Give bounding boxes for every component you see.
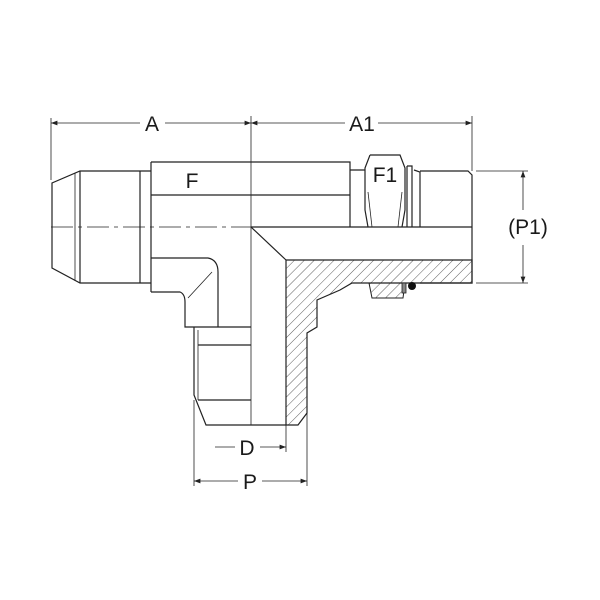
- backup-ring: [401, 282, 407, 294]
- bottom-port: [193, 327, 286, 426]
- dimension-p1: (P1): [476, 170, 548, 284]
- label-d: D: [239, 437, 254, 460]
- label-p1: (P1): [508, 216, 548, 239]
- dimension-a1: A1: [250, 113, 472, 136]
- dimension-d: D: [215, 425, 287, 460]
- o-ring: [408, 282, 416, 290]
- label-f: F: [186, 170, 199, 193]
- label-a: A: [145, 113, 159, 136]
- section-hatched: [285, 259, 473, 426]
- tee-body: [150, 161, 472, 328]
- label-a1: A1: [349, 113, 375, 136]
- dimension-p: P: [193, 400, 308, 494]
- label-p: P: [243, 471, 257, 494]
- dimension-a: A: [50, 113, 473, 425]
- label-f1: F1: [373, 164, 398, 187]
- hex-nut: [350, 154, 421, 228]
